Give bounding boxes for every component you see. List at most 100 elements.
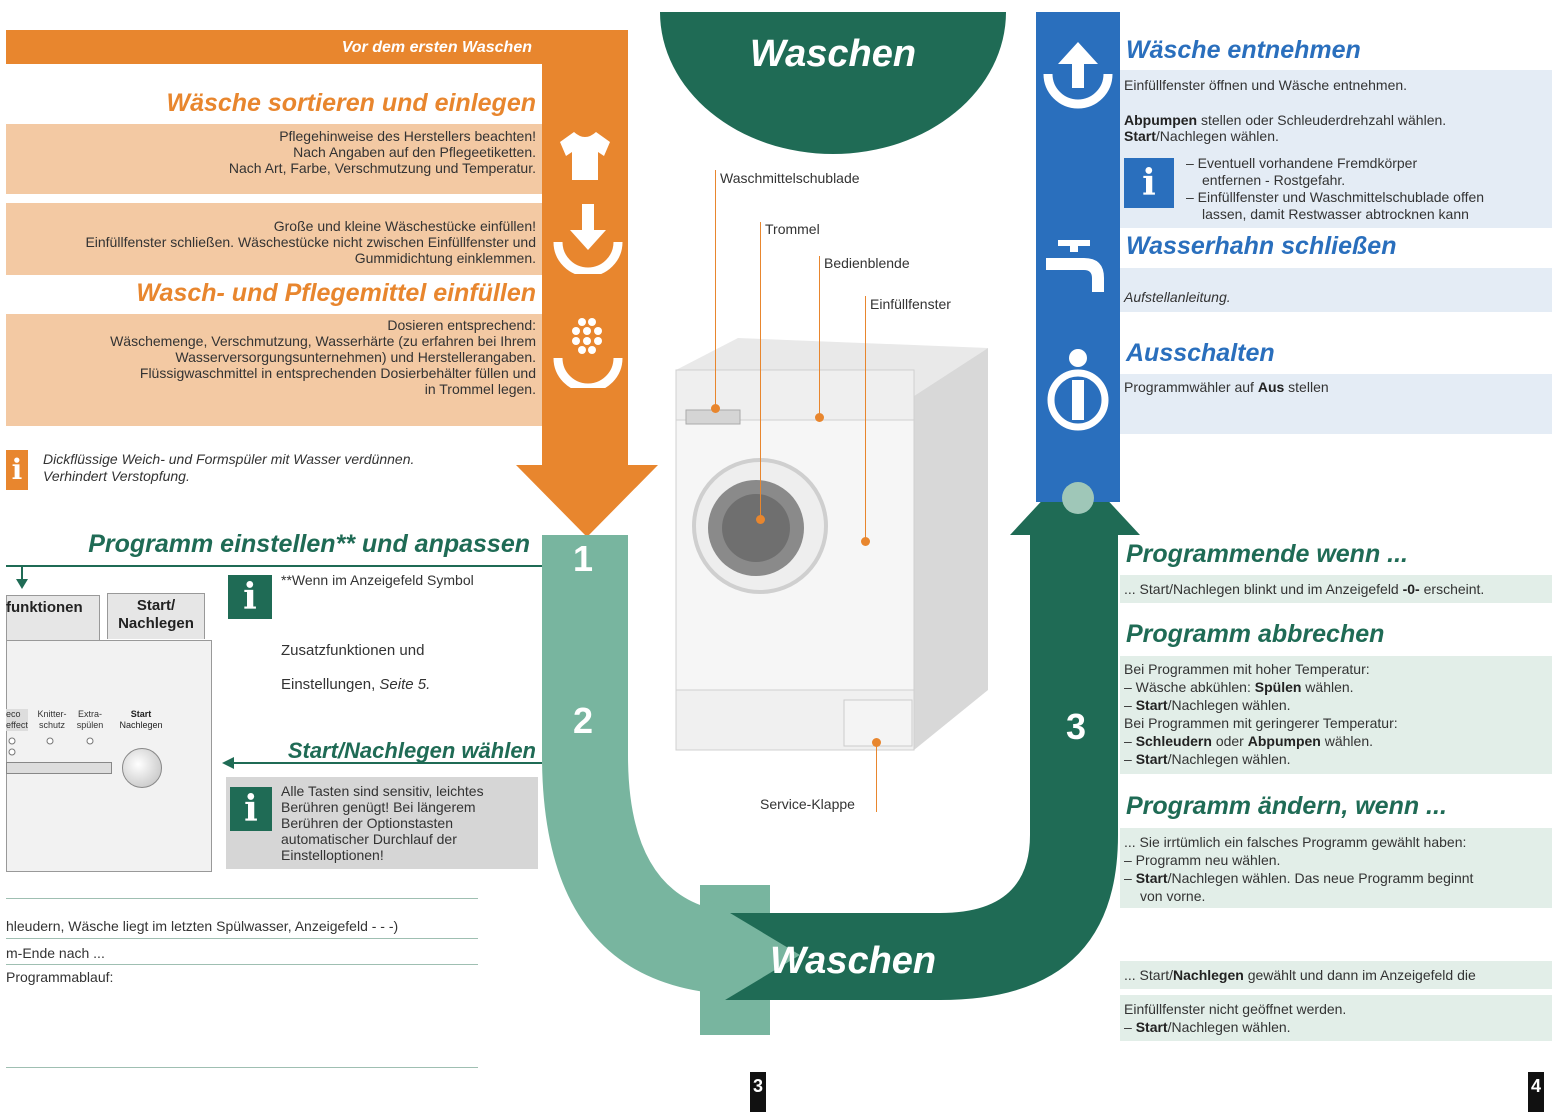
- center-bottom-title: Waschen: [770, 940, 937, 982]
- tap-title: Wasserhahn schließen: [1126, 232, 1397, 260]
- center-top-title: Waschen: [749, 33, 917, 75]
- label-panel: Bedienblende: [824, 255, 910, 271]
- down-marker-icon: [16, 567, 28, 589]
- remove-box: [1120, 70, 1552, 228]
- footer-line-1: hleudern, Wäsche liegt im letzten Spülwa…: [6, 918, 399, 934]
- tap-text: Aufstellanleitung.: [1124, 289, 1231, 305]
- cancel-text: Bei Programmen mit hoher Temperatur: – W…: [1124, 661, 1398, 767]
- load-box: [6, 203, 542, 275]
- end-text: ... Start/Nachlegen blinkt und im Anzeig…: [1124, 581, 1485, 597]
- panel-tab-functions-label: funktionen: [6, 599, 83, 616]
- detergent-text: Dosieren entsprechend:Wäschemenge, Versc…: [110, 317, 536, 397]
- label-service: Service-Klappe: [760, 796, 855, 812]
- banner-text: Vor dem ersten Waschen: [341, 39, 532, 56]
- leader-service: [876, 744, 877, 812]
- program-note-3: Einstellungen, Seite 5.: [281, 676, 431, 693]
- reload-text-1: ... Start/Nachlegen gewählt und dann im …: [1124, 967, 1476, 983]
- start-title: Start/Nachlegen wählen: [287, 738, 536, 763]
- remove-info-icon: i: [1124, 158, 1174, 208]
- end-box: [1120, 575, 1552, 603]
- detergent-title: Wasch- und Pflegemittel einfüllen: [136, 279, 536, 307]
- u-flow-arrow: [542, 465, 1140, 1035]
- start-pointer: [222, 757, 542, 769]
- panel-btn-extra[interactable]: Extra-spülen: [76, 709, 104, 730]
- reload-box-1: [1120, 961, 1552, 989]
- load-arrow-icon: [553, 204, 623, 274]
- divider-4: [6, 1067, 478, 1068]
- reload-text-2: Einfüllfenster nicht geöffnet werden. – …: [1124, 1001, 1347, 1035]
- remove-title: Wäsche entnehmen: [1126, 36, 1361, 64]
- program-title-rule: [6, 565, 542, 567]
- leader-drawer: [715, 170, 716, 406]
- footer-line-2: m-Ende nach ...: [6, 945, 105, 961]
- program-info-icon: i: [228, 575, 272, 619]
- load-text: Große und kleine Wäschestücke einfüllen!…: [85, 218, 536, 266]
- panel-tab-functions: [6, 595, 100, 640]
- step-1-number: 1: [573, 538, 594, 579]
- power-off-icon: [1047, 349, 1109, 431]
- dot-service: [872, 738, 881, 747]
- panel-strip: [6, 762, 112, 774]
- pump-text: Abpumpen stellen oder Schleuderdrehzahl …: [1124, 112, 1447, 144]
- change-text: ... Sie irrtümlich ein falsches Programm…: [1124, 834, 1474, 904]
- reload-box-2: [1120, 995, 1552, 1041]
- sort-text: Pflegehinweise des Herstellers beachten!…: [228, 128, 536, 176]
- center-top-semicircle: [660, 12, 1006, 154]
- label-drawer: Waschmittelschublade: [720, 170, 860, 186]
- remove-text: Einfüllfenster öffnen und Wäsche entnehm…: [1124, 77, 1408, 93]
- program-note-2: Zusatzfunktionen und: [281, 642, 425, 659]
- unload-arrow-icon: [1043, 42, 1113, 109]
- washing-machine-illustration: [675, 338, 988, 751]
- end-title: Programmende wenn ...: [1126, 540, 1409, 568]
- orange-flow-band: [6, 30, 542, 64]
- off-title: Ausschalten: [1126, 339, 1275, 367]
- footer-line-3: Programmablauf:: [6, 969, 114, 985]
- leader-panel: [819, 256, 820, 416]
- label-door: Einfüllfenster: [870, 296, 951, 312]
- step-3-number: 3: [1066, 706, 1087, 747]
- remove-info-text: – Eventuell vorhandene Fremdkörper entfe…: [1186, 155, 1485, 222]
- tap-box: [1120, 268, 1552, 312]
- divider-3: [6, 964, 478, 965]
- tip-info-icon: i: [6, 450, 28, 490]
- off-box: [1120, 374, 1552, 434]
- sort-title: Wäsche sortieren und einlegen: [166, 89, 536, 117]
- control-panel: [6, 640, 212, 872]
- tip-text: Dickflüssige Weich- und Formspüler mit W…: [43, 451, 415, 484]
- cancel-title: Programm abbrechen: [1126, 620, 1385, 648]
- program-title: Programm einstellen** und anpassen: [88, 530, 530, 558]
- orange-arrow-head: [516, 465, 658, 537]
- sensitive-info-icon: i: [230, 787, 272, 831]
- page-number-left: 3: [750, 1072, 766, 1112]
- sort-box: [6, 124, 542, 194]
- label-drum: Trommel: [765, 221, 820, 237]
- step-2-number: 2: [573, 700, 594, 741]
- page-number-right: 4: [1528, 1072, 1544, 1112]
- dot-drum: [756, 515, 765, 524]
- faucet-icon: [1046, 240, 1104, 292]
- off-text: Programmwähler auf Aus stellen: [1124, 379, 1329, 395]
- panel-leds: [8, 737, 94, 756]
- program-note-1: **Wenn im Anzeigefeld Symbol: [281, 572, 474, 588]
- dot-panel: [815, 413, 824, 422]
- cancel-box: [1120, 656, 1552, 774]
- change-title: Programm ändern, wenn ...: [1126, 792, 1447, 820]
- divider-1: [6, 898, 478, 899]
- dot-drawer: [711, 404, 720, 413]
- panel-tab-start: Start/Nachlegen: [107, 593, 205, 639]
- band-dot: [1062, 482, 1094, 514]
- leader-door: [865, 296, 866, 540]
- change-box: [1120, 828, 1552, 908]
- info-grey-box: [226, 777, 538, 869]
- shirt-icon: [560, 132, 610, 180]
- detergent-icon: [553, 318, 623, 388]
- leader-drum: [760, 222, 761, 518]
- detergent-box: [6, 314, 542, 426]
- dot-door: [861, 537, 870, 546]
- divider-2: [6, 938, 478, 939]
- start-knob[interactable]: [122, 748, 162, 788]
- panel-btn-knitter[interactable]: Knitter-schutz: [37, 709, 67, 730]
